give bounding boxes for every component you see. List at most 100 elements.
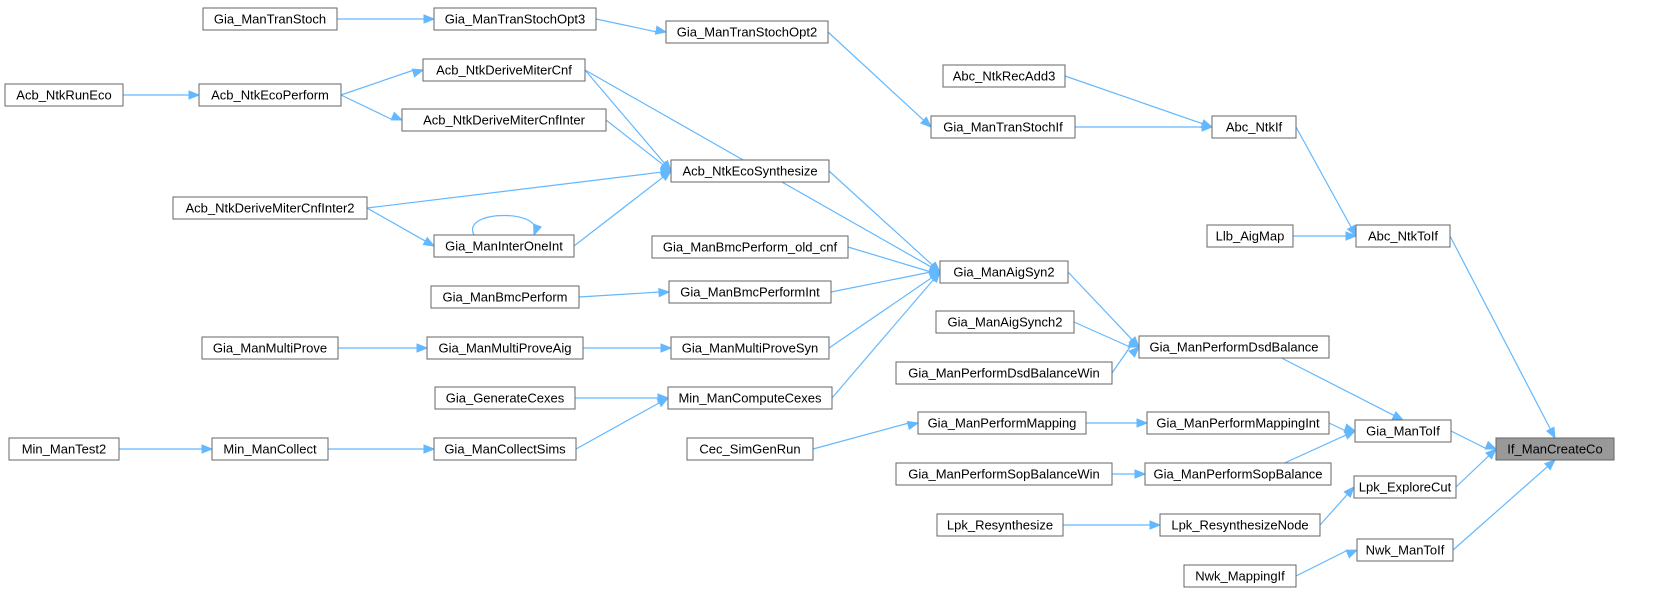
- edge-gia-mantranstochif-to-abc-ntkif: [1075, 122, 1214, 132]
- edge-line: [366, 207, 427, 243]
- node-gia-manperformsopbalancewin[interactable]: Gia_ManPerformSopBalanceWin: [895, 462, 1113, 486]
- node-lpk-explorecut[interactable]: Lpk_ExploreCut: [1353, 475, 1457, 499]
- node-gia-maninteroneint[interactable]: Gia_ManInterOneInt: [433, 234, 575, 258]
- arrowhead: [1545, 426, 1556, 440]
- node-label: Acb_NtkDeriveMiterCnfInter2: [185, 201, 354, 216]
- node-box: [201, 336, 339, 360]
- node-acb-ntkecoperform[interactable]: Acb_NtkEcoPerform: [198, 83, 342, 107]
- edge-line: [1449, 235, 1552, 431]
- edge-llb-aigmap-to-abc-ntktoif: [1293, 231, 1358, 241]
- node-gia-manperformsopbalance[interactable]: Gia_ManPerformSopBalance: [1144, 462, 1332, 486]
- node-gia-manaigsyn2[interactable]: Gia_ManAigSyn2: [939, 260, 1069, 284]
- edge-line: [827, 31, 925, 122]
- node-gia-generatecexes[interactable]: Gia_GenerateCexes: [434, 386, 576, 410]
- node-nwk-mappingif[interactable]: Nwk_MappingIf: [1183, 564, 1297, 588]
- node-min-mancomputecexes[interactable]: Min_ManComputeCexes: [667, 386, 833, 410]
- node-box: [198, 83, 342, 107]
- node-box: [433, 234, 575, 258]
- node-acb-ntkderivemitercnfinter[interactable]: Acb_NtkDeriveMiterCnfInter: [401, 108, 607, 132]
- node-gia-mantranstochif[interactable]: Gia_ManTranStochIf: [930, 115, 1076, 139]
- node-acb-ntkderivemitercnf[interactable]: Acb_NtkDeriveMiterCnf: [422, 58, 586, 82]
- edge-lpk-resynthesize-to-lpk-resynthesizenode: [1063, 520, 1162, 530]
- node-gia-manbmcperform[interactable]: Gia_ManBmcPerform: [430, 285, 580, 309]
- node-gia-manmultiproveaig[interactable]: Gia_ManMultiProveAig: [426, 336, 584, 360]
- edge-abc-ntkrecadd3-to-abc-ntkif: [1064, 75, 1214, 129]
- edge-line: [831, 278, 935, 399]
- node-abc-ntkrecadd3[interactable]: Abc_NtkRecAdd3: [942, 64, 1066, 88]
- node-gia-mantoif[interactable]: Gia_ManToIf: [1354, 419, 1452, 443]
- node-label: Min_ManTest2: [22, 442, 107, 457]
- edge-gia-generatecexes-to-min-mancomputecexes: [575, 393, 670, 403]
- edge-line: [366, 171, 663, 209]
- node-label: Nwk_MappingIf: [1195, 569, 1285, 584]
- node-gia-manperformmapping[interactable]: Gia_ManPerformMapping: [917, 411, 1087, 435]
- node-gia-manmultiprove[interactable]: Gia_ManMultiProve: [201, 336, 339, 360]
- edge-min-mantest2-to-min-mancollect: [119, 444, 214, 454]
- edges-layer: [119, 14, 1557, 577]
- node-gia-mantranstochopt3[interactable]: Gia_ManTranStochOpt3: [433, 7, 597, 31]
- node-acb-ntkderivemitercnfinter2[interactable]: Acb_NtkDeriveMiterCnfInter2: [172, 196, 368, 220]
- node-abc-ntkif[interactable]: Abc_NtkIf: [1211, 115, 1297, 139]
- node-label: Abc_NtkIf: [1226, 120, 1283, 135]
- node-box: [4, 83, 124, 107]
- node-llb-aigmap[interactable]: Llb_AigMap: [1206, 224, 1294, 248]
- edge-line: [812, 422, 910, 450]
- arrowhead: [1484, 440, 1498, 450]
- node-box: [433, 7, 597, 31]
- edge-line: [573, 176, 665, 247]
- node-gia-manperformdsdbalancewin[interactable]: Gia_ManPerformDsdBalanceWin: [895, 361, 1113, 385]
- node-box: [172, 196, 368, 220]
- node-cec-simgenrun[interactable]: Cec_SimGenRun: [686, 437, 814, 461]
- node-label: Gia_ManMultiProveSyn: [682, 341, 819, 356]
- arrowhead: [201, 444, 214, 454]
- node-label: Gia_ManMultiProve: [213, 341, 327, 356]
- node-gia-manmultiprovesyn[interactable]: Gia_ManMultiProveSyn: [670, 336, 830, 360]
- node-acb-ntkruneco[interactable]: Acb_NtkRunEco: [4, 83, 124, 107]
- node-lpk-resynthesize[interactable]: Lpk_Resynthesize: [936, 513, 1064, 537]
- node-abc-ntktoif[interactable]: Abc_NtkToIf: [1355, 224, 1451, 248]
- edge-gia-manbmcperform-to-gia-manbmcperformint: [578, 287, 671, 298]
- node-acb-ntkecosynthesize[interactable]: Acb_NtkEcoSynthesize: [670, 159, 830, 183]
- arrowhead: [1134, 469, 1147, 479]
- node-gia-manaigsynch2[interactable]: Gia_ManAigSynch2: [935, 310, 1075, 334]
- edge-gia-mantoif-to-if-mancreateco: [1450, 430, 1498, 450]
- node-box: [1495, 437, 1615, 461]
- edge-gia-manmultiprove-to-gia-manmultiproveaig: [338, 343, 429, 353]
- node-label: Gia_ManTranStochIf: [943, 120, 1063, 135]
- edge-line: [1452, 465, 1549, 551]
- edge-nwk-mantoif-to-if-mancreateco: [1452, 459, 1557, 551]
- node-nwk-mantoif[interactable]: Nwk_ManToIf: [1356, 538, 1454, 562]
- edge-acb-ntkderivemitercnfinter2-to-acb-ntkecosynthesize: [366, 167, 673, 209]
- node-gia-manbmcperformint[interactable]: Gia_ManBmcPerformInt: [668, 280, 832, 304]
- edge-line: [1064, 75, 1204, 125]
- node-label: Acb_NtkRunEco: [16, 88, 111, 103]
- node-label: Lpk_ExploreCut: [1359, 480, 1452, 495]
- node-min-mancollect[interactable]: Min_ManCollect: [211, 437, 329, 461]
- edge-acb-ntkderivemitercnfinter-to-acb-ntkecosynthesize: [605, 119, 673, 172]
- edge-line: [1295, 126, 1353, 229]
- node-lpk-resynthesizenode[interactable]: Lpk_ResynthesizeNode: [1159, 513, 1321, 537]
- node-gia-mantranstoch[interactable]: Gia_ManTranStoch: [202, 7, 338, 31]
- arrowhead: [1543, 459, 1557, 471]
- node-gia-manperformdsdbalance[interactable]: Gia_ManPerformDsdBalance: [1138, 335, 1330, 359]
- node-gia-mancollectsims[interactable]: Gia_ManCollectSims: [433, 437, 577, 461]
- node-gia-manbmcperform-old-cnf[interactable]: Gia_ManBmcPerform_old_cnf: [651, 235, 849, 259]
- node-box: [942, 64, 1066, 88]
- node-box: [434, 386, 576, 410]
- edge-line: [1284, 434, 1348, 464]
- edge-lpk-explorecut-to-if-mancreateco: [1455, 448, 1497, 488]
- edge-line: [1455, 454, 1490, 488]
- edge-line: [584, 69, 666, 165]
- node-gia-mantranstochopt2[interactable]: Gia_ManTranStochOpt2: [665, 20, 829, 44]
- node-box: [202, 7, 338, 31]
- node-gia-manperformmappingint[interactable]: Gia_ManPerformMappingInt: [1146, 411, 1330, 435]
- node-if-mancreateco[interactable]: If_ManCreateCo: [1495, 437, 1615, 461]
- node-box: [8, 437, 120, 461]
- node-min-mantest2[interactable]: Min_ManTest2: [8, 437, 120, 461]
- arrowhead: [1391, 411, 1405, 421]
- node-label: Gia_ManToIf: [1366, 424, 1440, 439]
- arrowhead: [1201, 122, 1214, 132]
- arrowhead: [906, 420, 920, 431]
- edge-gia-manmultiproveaig-to-gia-manmultiprovesyn: [583, 343, 673, 353]
- node-box: [430, 285, 580, 309]
